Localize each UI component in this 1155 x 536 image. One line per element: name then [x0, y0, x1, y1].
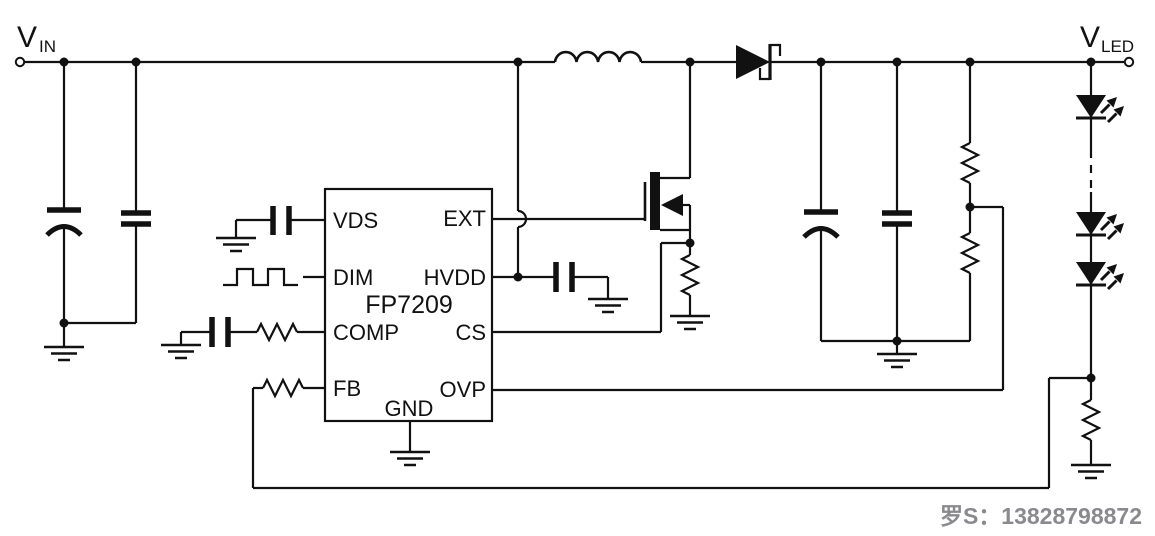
vin-label: V IN [17, 21, 56, 56]
schottky-diode-icon [736, 43, 782, 81]
pin-vds-label: VDS [333, 208, 378, 233]
input-capacitor-electrolytic [45, 62, 83, 323]
pin-comp-label: COMP [333, 320, 399, 345]
cs-resistor [679, 243, 701, 315]
watermark-contact-text: 罗S：13828798872 [940, 503, 1142, 529]
ground-symbol [668, 314, 712, 331]
ground-symbol [159, 343, 203, 360]
vin-text: V [17, 21, 37, 54]
junction-dots [59, 57, 1096, 383]
ground-symbol [1069, 463, 1113, 480]
fb-resistor [253, 377, 325, 399]
input-capacitor-ceramic [64, 62, 151, 325]
vled-terminal [1123, 56, 1135, 68]
ground-symbol [586, 297, 630, 314]
ground-symbol [388, 450, 432, 467]
ic-body [323, 187, 494, 423]
pin-gnd-label: GND [385, 396, 434, 421]
led-string [1076, 62, 1124, 378]
vled-label: V LED [1080, 21, 1134, 56]
hvdd-capacitor [492, 262, 610, 298]
led-icon [1076, 212, 1124, 239]
cs-wire [492, 241, 690, 334]
comp-capacitor [179, 317, 257, 347]
nmos-transistor-icon [643, 62, 692, 243]
ovp-wire [492, 205, 1005, 392]
ground-symbol [875, 352, 919, 369]
ovp-resistor-lower [959, 207, 981, 341]
pin-ext-label: EXT [443, 206, 486, 231]
vds-capacitor [234, 206, 325, 237]
pin-hvdd-label: HVDD [424, 265, 486, 290]
pin-dim-label: DIM [333, 265, 373, 290]
ic-part-number: FP7209 [365, 291, 453, 319]
pin-fb-label: FB [333, 376, 361, 401]
led-icon [1076, 262, 1124, 289]
output-capacitor-ceramic [882, 62, 912, 341]
led-sense-resistor [1080, 378, 1102, 464]
vin-subscript: IN [39, 37, 56, 56]
ovp-resistor-upper [959, 62, 981, 207]
boost-inductor-icon [553, 50, 643, 63]
vin-terminal [14, 56, 26, 68]
ground-symbol [42, 345, 86, 362]
fb-feedback-wire [251, 376, 1091, 490]
output-capacitor-electrolytic [802, 62, 840, 341]
vled-subscript: LED [1101, 37, 1134, 56]
vled-text: V [1080, 21, 1100, 54]
hvdd-supply-wire [516, 62, 528, 277]
led-icon [1076, 95, 1124, 122]
ground-symbol [214, 236, 258, 253]
pin-cs-label: CS [455, 320, 486, 345]
comp-resistor [256, 321, 325, 343]
dim-pwm-waveform-icon [223, 267, 325, 287]
pin-ovp-label: OVP [440, 377, 486, 402]
